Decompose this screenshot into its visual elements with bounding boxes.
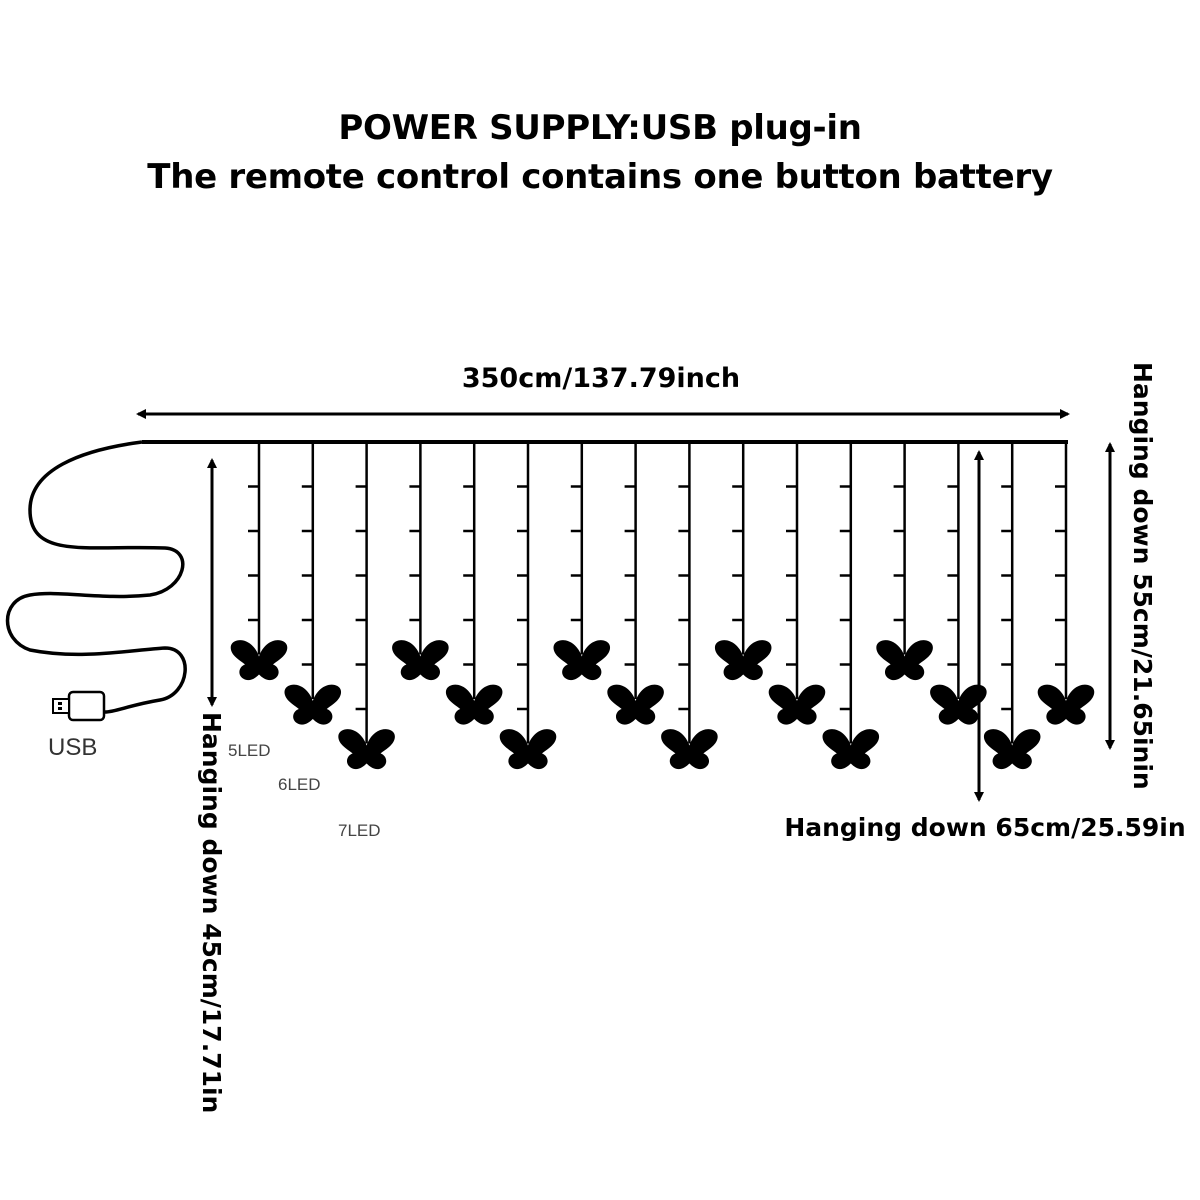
led-string	[876, 442, 933, 681]
led-string	[768, 442, 826, 725]
usb-label: USB	[48, 734, 97, 761]
usb-plug-icon	[52, 690, 106, 722]
led-string	[553, 442, 611, 681]
led-string	[930, 442, 987, 725]
led-strings	[230, 442, 1095, 770]
led-string	[714, 442, 772, 681]
medium-drop-label: Hanging down 55cm/21.65inin	[1128, 362, 1157, 790]
led-string	[445, 442, 503, 725]
led-string	[822, 442, 880, 770]
led-string	[661, 442, 718, 770]
led-string	[607, 442, 664, 725]
title-power-supply: POWER SUPPLY:USB plug-in	[338, 108, 862, 148]
led-string	[983, 442, 1041, 770]
led-string	[499, 442, 557, 770]
led-label-7: 7LED	[338, 821, 381, 840]
led-label-6: 6LED	[278, 775, 321, 794]
led-string	[338, 442, 395, 770]
short-drop-label: Hanging down 45cm/17.71in	[197, 712, 226, 1113]
led-string	[392, 442, 449, 681]
length-label: 350cm/137.79inch	[462, 363, 740, 394]
led-label-5: 5LED	[228, 741, 271, 760]
usb-cable	[5, 440, 187, 714]
led-string	[284, 442, 342, 725]
long-drop-label: Hanging down 65cm/25.59in	[784, 813, 1185, 842]
title-remote-battery: The remote control contains one button b…	[147, 157, 1053, 197]
led-string	[230, 442, 288, 681]
led-string	[1037, 442, 1095, 725]
